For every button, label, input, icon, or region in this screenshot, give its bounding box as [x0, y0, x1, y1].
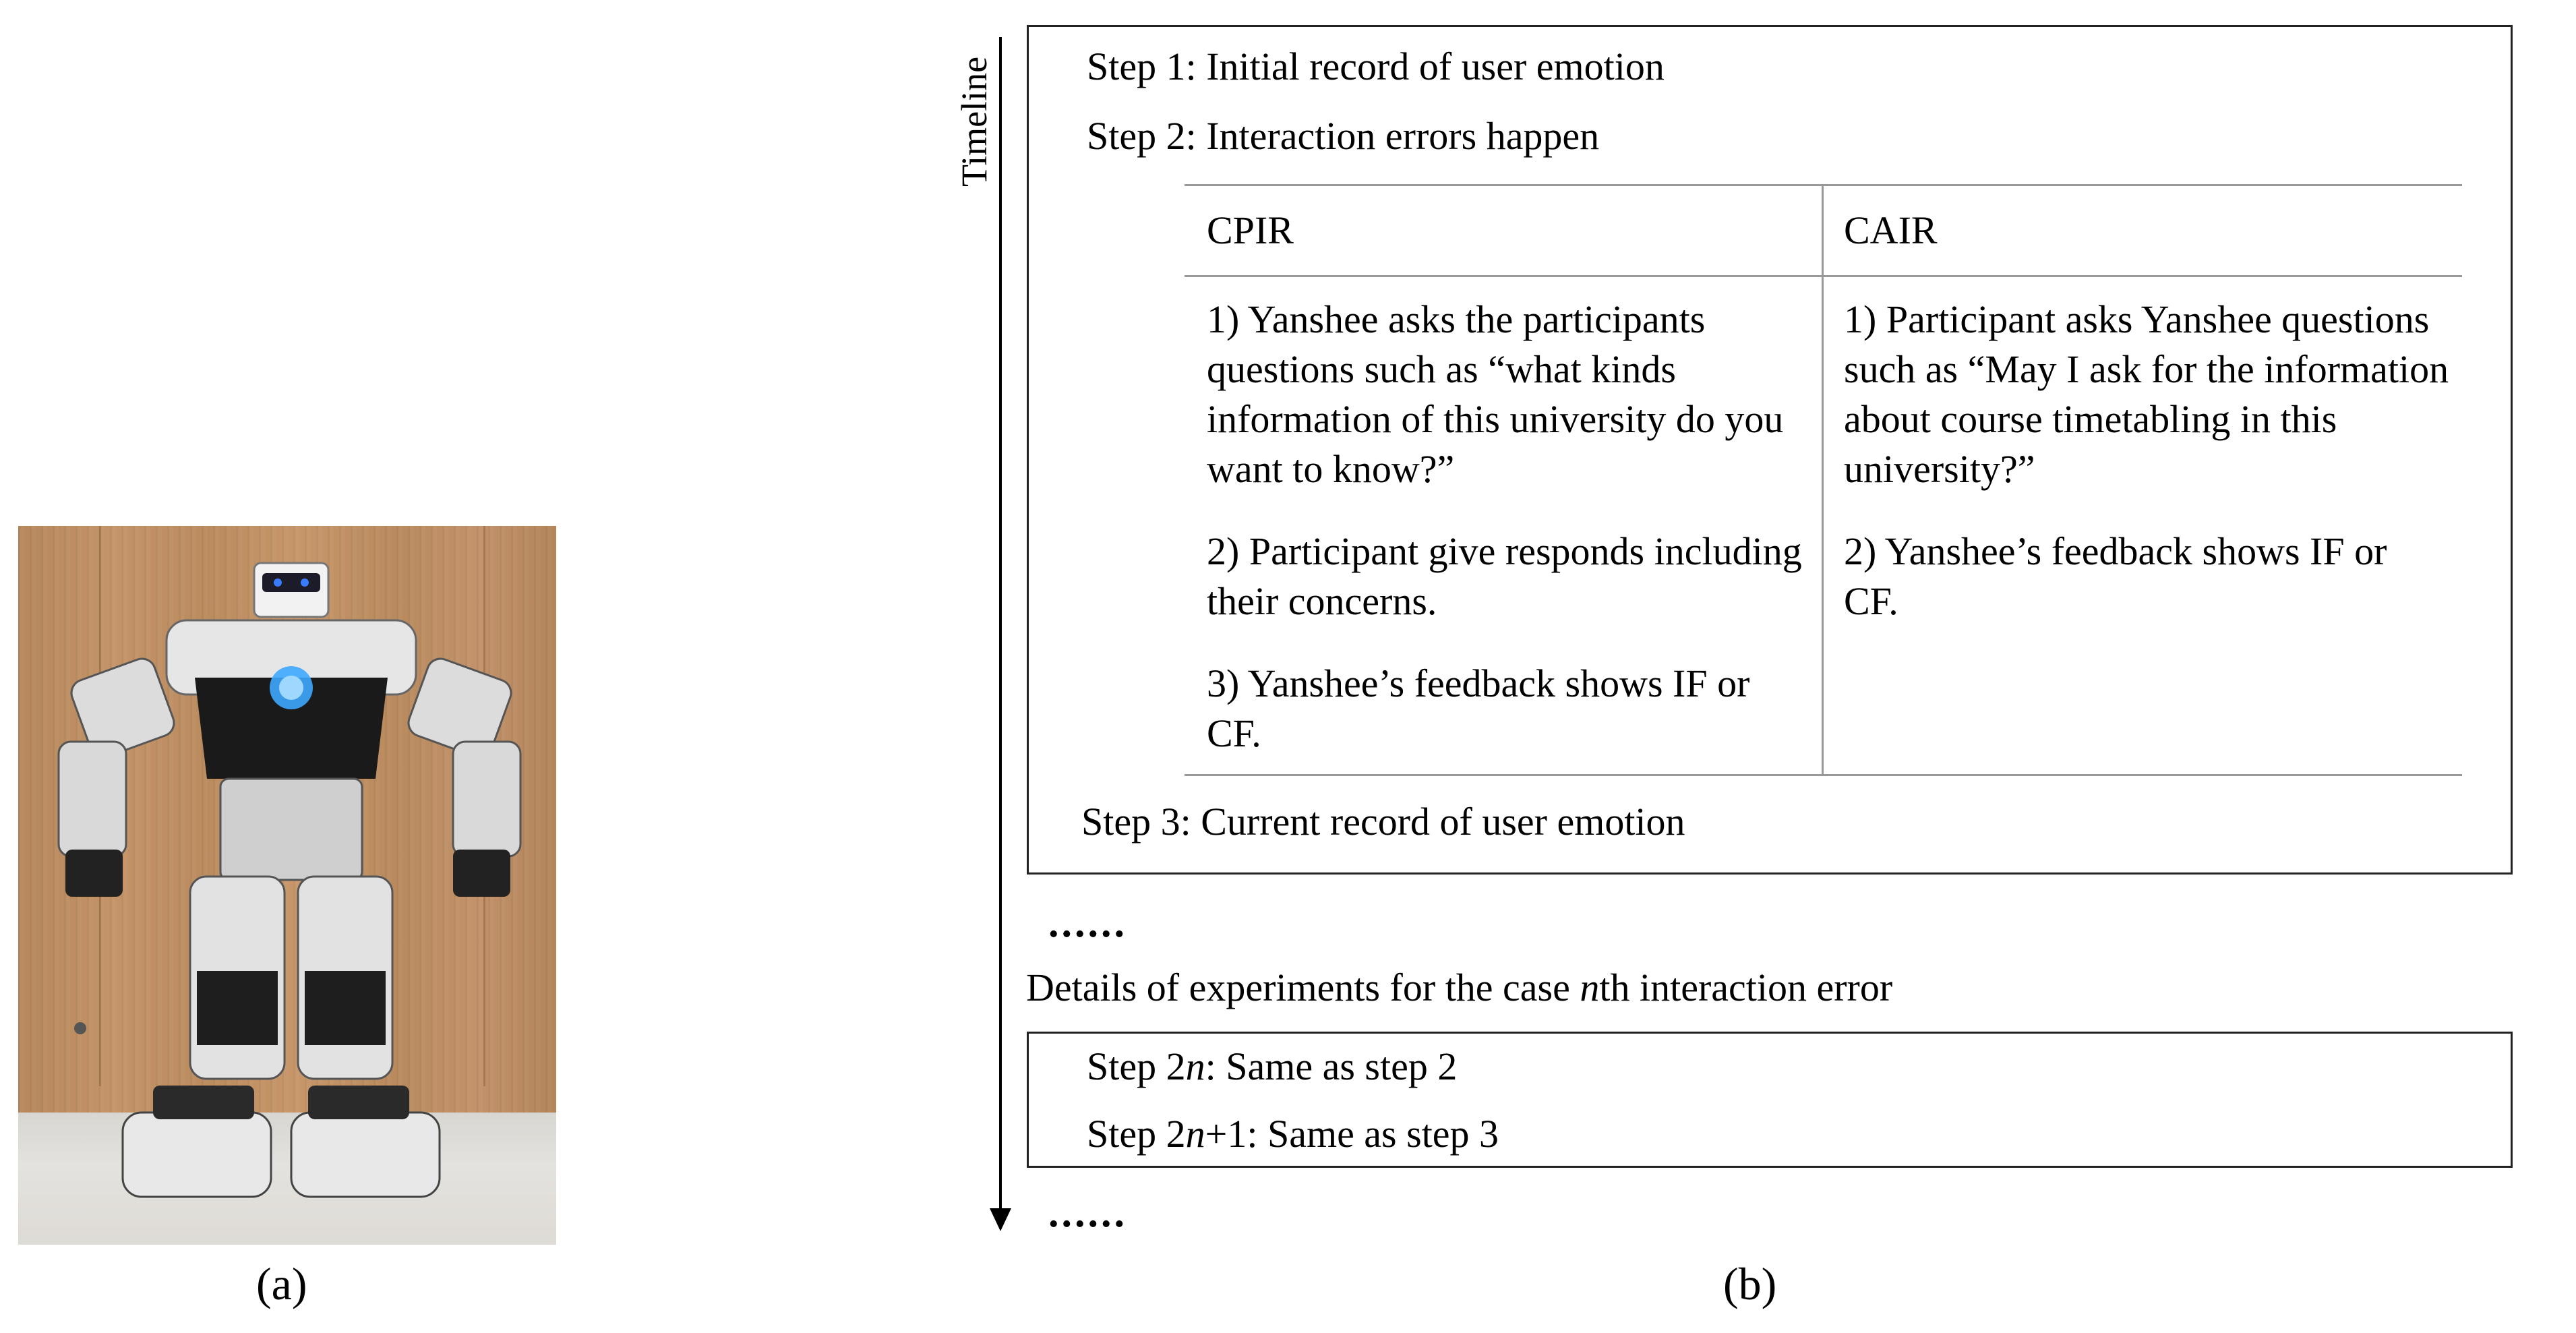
cair-item-2: 2) Yanshee’s feedback shows IF or CF.	[1844, 529, 2387, 623]
cair-cell: 1) Participant asks Yanshee questions su…	[1844, 295, 2451, 659]
table-header-cpir: CPIR	[1207, 208, 1294, 252]
cpir-cell: 1) Yanshee asks the participants questio…	[1207, 295, 1814, 791]
cpir-item-2: 2) Participant give responds including t…	[1207, 529, 1802, 623]
step-3: Step 3: Current record of user emotion	[1081, 800, 1685, 843]
table-header-cair: CAIR	[1844, 208, 1938, 252]
timeline-arrowhead	[990, 1208, 1011, 1231]
cair-item-1: 1) Participant asks Yanshee questions su…	[1844, 297, 2449, 491]
ellipsis-end: ......	[1048, 1190, 1127, 1236]
table-column-divider	[1822, 184, 1824, 776]
robot-photo	[18, 526, 556, 1245]
step-2n-plus-1: Step 2n+1: Same as step 3	[1087, 1112, 1499, 1156]
main-steps-box	[1027, 25, 2513, 875]
ellipsis-middle: ......	[1048, 900, 1127, 946]
cpir-item-1: 1) Yanshee asks the participants questio…	[1207, 297, 1784, 491]
step-2n: Step 2n: Same as step 2	[1087, 1044, 1458, 1088]
timeline-label: Timeline	[954, 56, 994, 187]
cpir-item-3: 3) Yanshee’s feedback shows IF or CF.	[1207, 661, 1750, 755]
step-2: Step 2: Interaction errors happen	[1087, 114, 1600, 158]
robot-illustration	[57, 562, 522, 1198]
timeline-axis	[999, 37, 1002, 1210]
panel-b-label: (b)	[1723, 1258, 1777, 1309]
panel-a-label: (a)	[256, 1258, 307, 1309]
nth-steps-box	[1027, 1032, 2513, 1168]
nth-interaction-details: Details of experiments for the case nth …	[1026, 966, 1893, 1009]
step-1: Step 1: Initial record of user emotion	[1087, 45, 1665, 88]
